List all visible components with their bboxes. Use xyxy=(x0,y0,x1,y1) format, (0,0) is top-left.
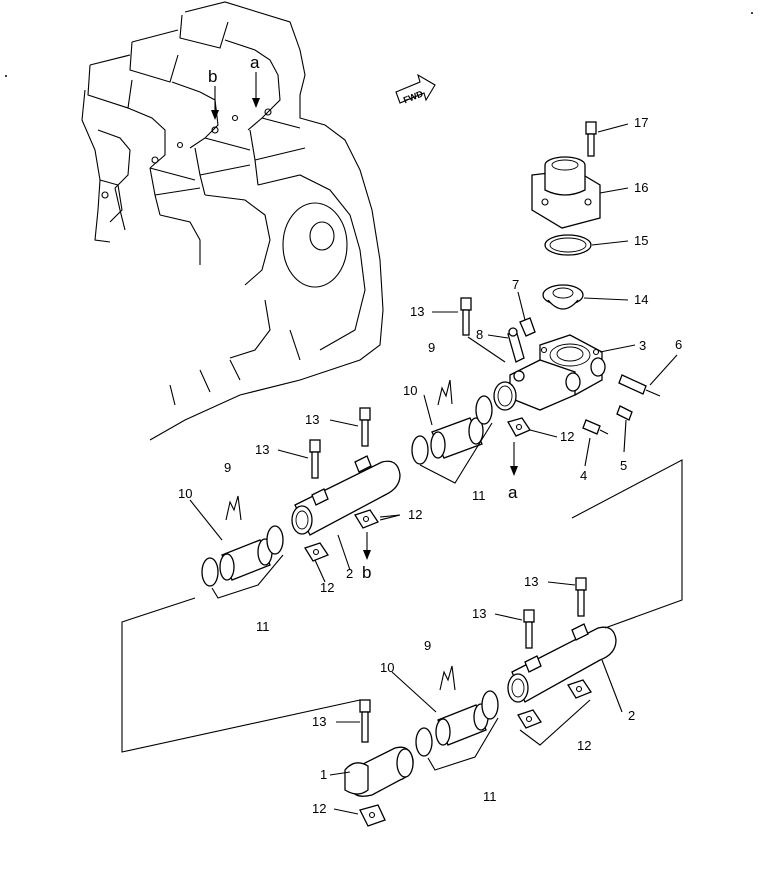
callout-8: 8 xyxy=(476,327,483,342)
callout-10-middle: 10 xyxy=(178,486,192,501)
callout-5: 5 xyxy=(620,458,627,473)
elbow-1 xyxy=(344,746,414,797)
bracket-11-lower xyxy=(427,717,499,771)
svg-text:FWD: FWD xyxy=(402,88,425,105)
bracket-11-middle xyxy=(211,554,284,599)
callout-13-pipe-b: 13 xyxy=(255,442,269,457)
thermostat-housing-3 xyxy=(493,334,606,411)
bolt-13-lower-b xyxy=(523,609,535,649)
callout-13-lower-a: 13 xyxy=(524,574,538,589)
callout-9-lower: 9 xyxy=(424,638,431,653)
callout-16: 16 xyxy=(634,180,648,195)
callout-13-housing: 13 xyxy=(410,304,424,319)
callout-13-pipe-a: 13 xyxy=(305,412,319,427)
callout-11-upper: 11 xyxy=(472,488,486,503)
thermostat-cover-16 xyxy=(531,156,601,229)
gasket-12-lower-a xyxy=(567,679,592,699)
svg-text:b: b xyxy=(362,563,371,582)
svg-text:a: a xyxy=(250,53,260,72)
callout-9-upper: 9 xyxy=(428,340,435,355)
plug-5 xyxy=(616,405,633,421)
bolt-13-pipe-b xyxy=(309,439,321,479)
bracket-12-lower xyxy=(519,699,591,746)
gasket-12-lower-b xyxy=(517,709,542,729)
callout-labels: 17 16 15 14 3 6 7 8 13 9 10 12 4 5 11 13… xyxy=(178,115,682,816)
svg-text:b: b xyxy=(208,67,217,86)
o-rings-lower xyxy=(415,690,499,757)
clamp-9-lower xyxy=(439,665,456,691)
callout-7: 7 xyxy=(512,277,519,292)
fitting-8 xyxy=(507,327,525,382)
callout-9-middle: 9 xyxy=(224,460,231,475)
callout-12-housing: 12 xyxy=(560,429,574,444)
gasket-12-pipe-a xyxy=(354,509,379,529)
callout-12-elbow: 12 xyxy=(312,801,326,816)
bracket-11-upper xyxy=(419,422,493,484)
callout-4: 4 xyxy=(580,468,587,483)
callout-1: 1 xyxy=(320,767,327,782)
plug-7 xyxy=(519,317,536,337)
engine-block xyxy=(81,1,384,441)
plug-4 xyxy=(582,419,609,435)
callout-13-elbow: 13 xyxy=(312,714,326,729)
callout-17: 17 xyxy=(634,115,648,130)
gasket-12-pipe-b xyxy=(304,542,329,562)
callout-11-middle: 11 xyxy=(256,619,270,634)
bolt-13-pipe-a xyxy=(359,407,371,447)
connection-lines xyxy=(121,459,683,753)
gasket-12-housing xyxy=(507,417,531,437)
water-pipe-2-middle xyxy=(291,455,401,536)
bolt-17 xyxy=(585,121,597,157)
callout-13-lower-b: 13 xyxy=(472,606,486,621)
callout-12-pipe-a: 12 xyxy=(408,507,422,522)
clamp-9-upper xyxy=(437,379,453,406)
reference-arrow-b-top: b xyxy=(208,67,219,120)
clamp-9-middle xyxy=(225,495,242,521)
hose-10-lower xyxy=(435,703,489,746)
callout-11-lower: 11 xyxy=(483,789,497,804)
bolt-13-lower-a xyxy=(575,577,587,617)
o-rings-upper xyxy=(411,395,493,465)
bolt-13-housing xyxy=(460,297,472,336)
fwd-arrow: FWD xyxy=(395,73,436,105)
thermostat-14 xyxy=(542,284,584,310)
hose-10-upper xyxy=(430,417,484,459)
callout-10-lower: 10 xyxy=(380,660,394,675)
reference-arrow-a-top: a xyxy=(250,53,260,108)
callout-3: 3 xyxy=(639,338,646,353)
gasket-ring-15 xyxy=(544,234,592,256)
bolt-13-elbow xyxy=(359,699,371,743)
callout-10-upper: 10 xyxy=(403,383,417,398)
hose-10-middle xyxy=(219,538,273,581)
gasket-12-elbow xyxy=(359,804,386,827)
o-rings-middle xyxy=(201,525,284,587)
callout-14: 14 xyxy=(634,292,648,307)
reference-arrow-b-bottom: b xyxy=(362,532,371,582)
svg-text:a: a xyxy=(508,483,518,502)
leader-lines xyxy=(189,123,678,815)
callout-6: 6 xyxy=(675,337,682,352)
callout-2-middle: 2 xyxy=(346,566,353,581)
callout-2-lower: 2 xyxy=(628,708,635,723)
sensor-6 xyxy=(618,374,661,397)
water-pipe-2-lower xyxy=(507,623,617,703)
callout-12-lower: 12 xyxy=(577,738,591,753)
reference-arrow-a-bottom: a xyxy=(508,442,518,502)
callout-15: 15 xyxy=(634,233,648,248)
callout-12-pipe-b: 12 xyxy=(320,580,334,595)
